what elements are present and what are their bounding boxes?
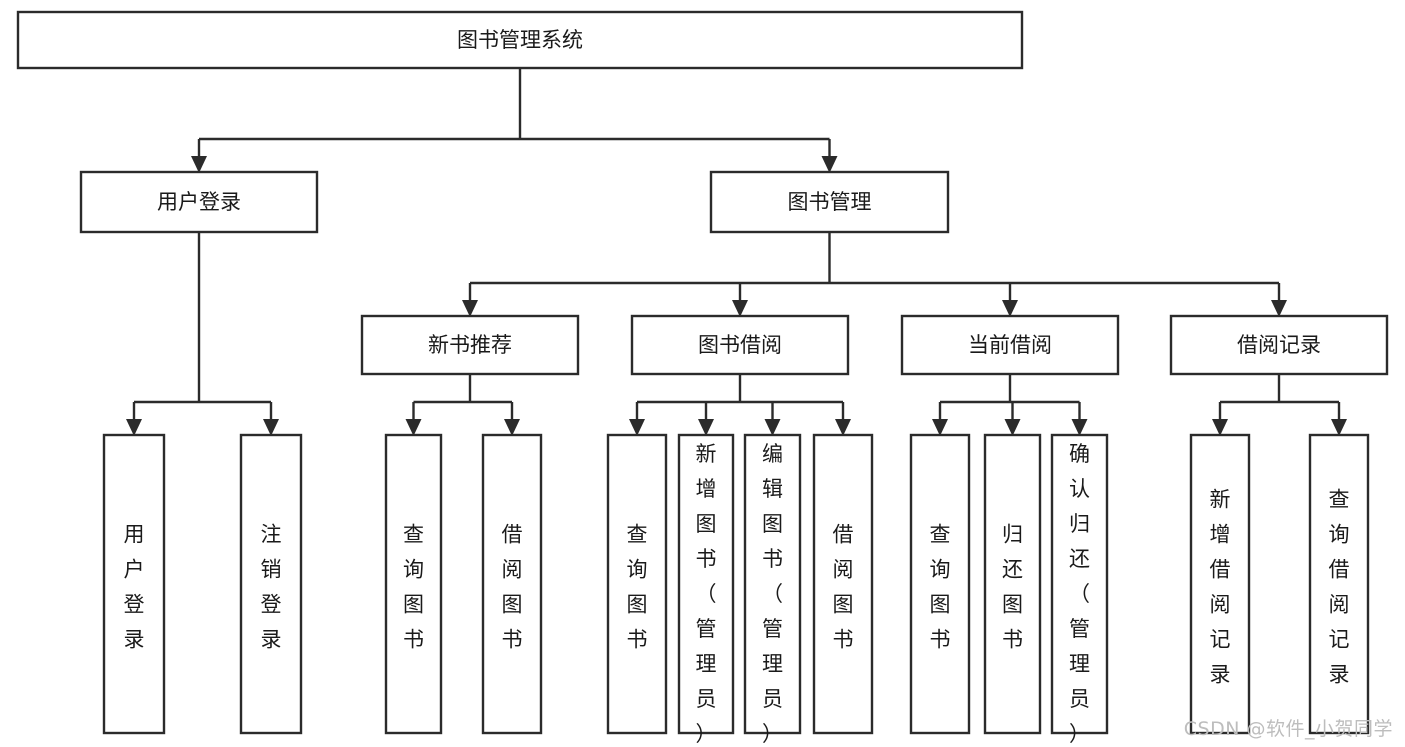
node-box[interactable]: [102, 433, 166, 735]
node-l-bb-borrow[interactable]: 借阅图书: [812, 433, 874, 735]
nodes-layer: 图书管理系统用户登录图书管理新书推荐图书借阅当前借阅借阅记录用户登录注销登录查询…: [16, 10, 1389, 746]
node-label: 编辑图书（管理员）: [762, 442, 783, 746]
node-l-bb-edit[interactable]: 编辑图书（管理员）: [743, 433, 802, 746]
node-label: 借阅图书: [502, 522, 523, 651]
node-box[interactable]: [606, 433, 668, 735]
connector-group: [126, 232, 279, 436]
node-label: 新增图书（管理员）: [696, 442, 717, 746]
arrow-head-icon: [1212, 419, 1228, 436]
node-n-user-login[interactable]: 用户登录: [79, 170, 319, 234]
connector-group: [1212, 374, 1347, 436]
node-box[interactable]: [709, 170, 950, 234]
node-n-new-rec[interactable]: 新书推荐: [360, 314, 580, 376]
node-l-bb-add[interactable]: 新增图书（管理员）: [677, 433, 735, 746]
arrow-head-icon: [732, 300, 748, 317]
arrow-head-icon: [504, 419, 520, 436]
node-l-nr-borrow[interactable]: 借阅图书: [481, 433, 543, 735]
node-box[interactable]: [360, 314, 580, 376]
node-box[interactable]: [79, 170, 319, 234]
node-label: 图书管理系统: [457, 28, 583, 52]
arrow-head-icon: [126, 419, 142, 436]
node-root[interactable]: 图书管理系统: [16, 10, 1024, 70]
node-l-logout[interactable]: 注销登录: [239, 433, 303, 735]
node-box[interactable]: [1050, 433, 1109, 735]
node-box[interactable]: [677, 433, 735, 735]
node-l-cb-confirm[interactable]: 确认归还（管理员）: [1050, 433, 1109, 746]
node-l-cb-query[interactable]: 查询图书: [909, 433, 971, 735]
node-box[interactable]: [384, 433, 443, 735]
node-n-records[interactable]: 借阅记录: [1169, 314, 1389, 376]
connector-group: [191, 68, 838, 173]
connector-group: [629, 374, 851, 436]
arrow-head-icon: [1002, 300, 1018, 317]
node-label: 新书推荐: [428, 333, 512, 357]
watermark-label: CSDN @软件_小贺同学: [1183, 718, 1393, 740]
node-label: 图书管理: [788, 190, 872, 214]
node-box[interactable]: [983, 433, 1042, 735]
arrow-head-icon: [932, 419, 948, 436]
node-l-user-login[interactable]: 用户登录: [102, 433, 166, 735]
node-label: 图书借阅: [698, 333, 782, 357]
node-box[interactable]: [1169, 314, 1389, 376]
arrow-head-icon: [1004, 419, 1021, 436]
node-box[interactable]: [900, 314, 1120, 376]
connector-group: [932, 374, 1088, 436]
node-box[interactable]: [239, 433, 303, 735]
arrow-head-icon: [821, 156, 838, 173]
node-label: 注销登录: [261, 522, 282, 651]
arrow-head-icon: [191, 156, 207, 173]
node-box[interactable]: [743, 433, 802, 735]
node-label: 查询图书: [930, 522, 951, 651]
node-l-rc-query[interactable]: 查询借阅记录: [1308, 433, 1370, 735]
arrow-head-icon: [764, 419, 781, 436]
node-box[interactable]: [812, 433, 874, 735]
node-box[interactable]: [909, 433, 971, 735]
connector-group: [462, 232, 1287, 317]
arrow-head-icon: [629, 419, 645, 436]
node-l-rc-add[interactable]: 新增借阅记录: [1189, 433, 1251, 735]
node-label: 查询图书: [403, 522, 424, 651]
arrow-head-icon: [263, 419, 279, 436]
node-label: 归还图书: [1002, 522, 1023, 651]
node-label: 借阅图书: [833, 522, 854, 651]
node-box[interactable]: [1189, 433, 1251, 735]
node-l-bb-query[interactable]: 查询图书: [606, 433, 668, 735]
arrow-head-icon: [1271, 300, 1287, 317]
node-n-borrow[interactable]: 图书借阅: [630, 314, 850, 376]
arrow-head-icon: [835, 419, 851, 436]
arrow-head-icon: [698, 419, 714, 436]
node-box[interactable]: [481, 433, 543, 735]
node-label: 查询图书: [627, 522, 648, 651]
node-box[interactable]: [630, 314, 850, 376]
arrow-head-icon: [462, 300, 478, 317]
node-label: 确认归还（管理员）: [1069, 442, 1090, 746]
node-l-cb-return[interactable]: 归还图书: [983, 433, 1042, 735]
arrow-head-icon: [1071, 419, 1088, 436]
arrow-head-icon: [1331, 419, 1347, 436]
connectors-layer: [126, 68, 1347, 436]
node-box[interactable]: [16, 10, 1024, 70]
arrow-head-icon: [405, 419, 422, 436]
node-n-current[interactable]: 当前借阅: [900, 314, 1120, 376]
node-label: 用户登录: [124, 522, 145, 651]
node-label: 借阅记录: [1237, 333, 1321, 357]
connector-group: [405, 374, 520, 436]
node-label: 当前借阅: [968, 333, 1052, 357]
node-label: 用户登录: [157, 190, 241, 214]
node-l-nr-query[interactable]: 查询图书: [384, 433, 443, 735]
node-label: 新增借阅记录: [1210, 487, 1231, 686]
node-label: 查询借阅记录: [1329, 487, 1350, 686]
node-box[interactable]: [1308, 433, 1370, 735]
node-n-book-mgmt[interactable]: 图书管理: [709, 170, 950, 234]
